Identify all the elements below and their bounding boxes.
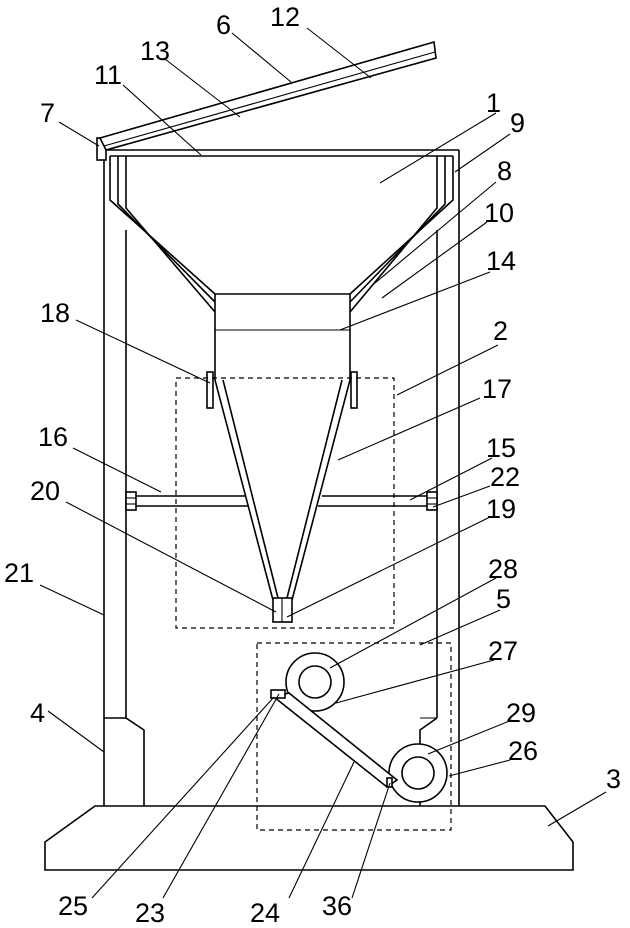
label-6: 6 bbox=[216, 10, 231, 40]
label-10: 10 bbox=[484, 198, 514, 228]
label-11: 11 bbox=[94, 60, 122, 90]
label-8: 8 bbox=[497, 156, 512, 186]
leader-lines bbox=[40, 28, 606, 898]
hopper bbox=[110, 156, 453, 380]
label-36: 36 bbox=[322, 891, 352, 921]
label-24: 24 bbox=[250, 898, 280, 928]
label-4: 4 bbox=[30, 698, 45, 728]
label-15: 15 bbox=[486, 433, 516, 463]
detail-box-2 bbox=[176, 378, 394, 628]
base-plate bbox=[45, 806, 573, 870]
label-22: 22 bbox=[490, 462, 520, 492]
label-3: 3 bbox=[606, 764, 621, 794]
label-16: 16 bbox=[38, 422, 68, 452]
roller-assembly bbox=[271, 653, 447, 802]
label-14: 14 bbox=[486, 246, 516, 276]
label-25: 25 bbox=[58, 891, 88, 921]
label-23: 23 bbox=[135, 898, 165, 928]
label-28: 28 bbox=[488, 554, 518, 584]
label-2: 2 bbox=[493, 316, 508, 346]
label-21: 21 bbox=[4, 558, 34, 588]
label-29: 29 bbox=[506, 698, 536, 728]
label-7: 7 bbox=[40, 98, 55, 128]
cone bbox=[207, 372, 357, 622]
label-12: 12 bbox=[270, 2, 300, 32]
label-26: 26 bbox=[508, 736, 538, 766]
label-1: 1 bbox=[486, 88, 501, 118]
cross-beam bbox=[126, 492, 437, 510]
label-27: 27 bbox=[488, 636, 518, 666]
label-17: 17 bbox=[482, 374, 512, 404]
label-9: 9 bbox=[510, 108, 525, 138]
label-5: 5 bbox=[496, 584, 511, 614]
label-19: 19 bbox=[486, 494, 516, 524]
label-13: 13 bbox=[140, 36, 170, 66]
frame bbox=[104, 150, 459, 806]
label-18: 18 bbox=[40, 298, 70, 328]
top-rim bbox=[97, 138, 459, 160]
label-20: 20 bbox=[30, 476, 60, 506]
